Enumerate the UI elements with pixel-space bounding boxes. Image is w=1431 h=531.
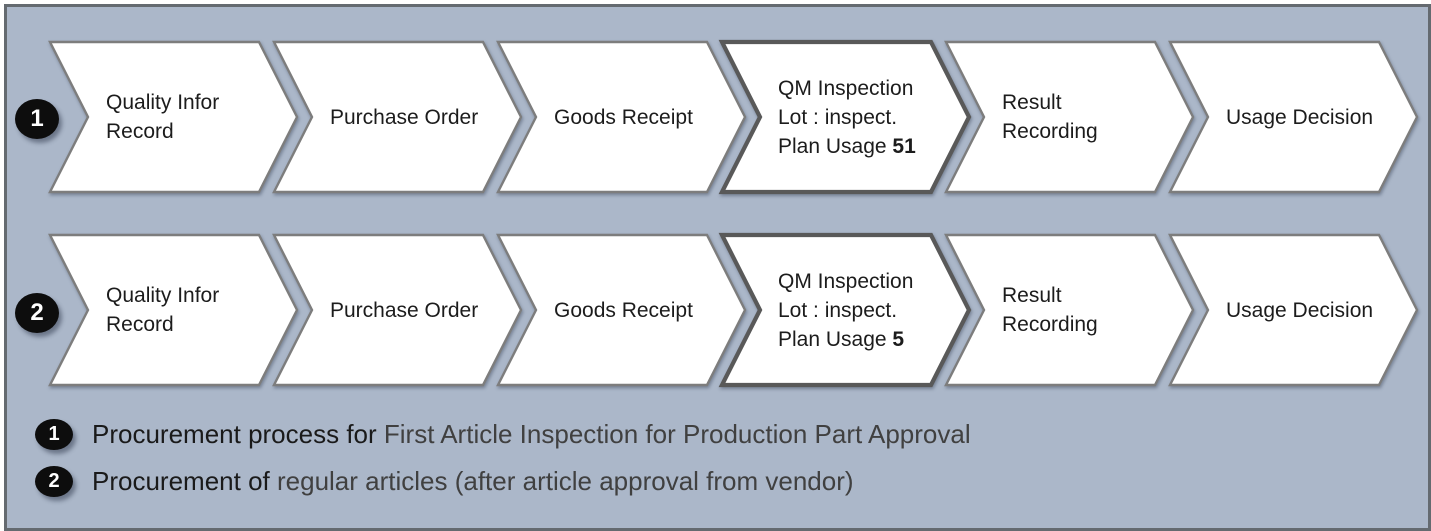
chevron-shape <box>944 40 1195 194</box>
chevron-shape <box>48 233 299 387</box>
step-quality-info-record: Quality Infor Record <box>48 233 299 387</box>
step-purchase-order: Purchase Order <box>272 233 523 387</box>
step-goods-receipt: Goods Receipt <box>496 233 747 387</box>
chevron-shape-highlighted <box>718 232 972 388</box>
step-label: Purchase Order <box>330 105 479 129</box>
step-qm-inspection-lot: QM Inspection Lot : inspect. Plan Usage … <box>718 232 972 388</box>
chevron-shape-highlighted <box>718 39 972 195</box>
chevron-shape <box>48 40 299 194</box>
chevron-shape <box>496 40 747 194</box>
step-label: Usage Decision <box>1226 105 1374 129</box>
row-1-badge: 1 <box>15 99 59 139</box>
step-label: Purchase Order <box>330 298 479 322</box>
step-label: Quality Infor Record <box>106 91 220 143</box>
legend-text-2: Procurement of regular articles (after a… <box>92 466 854 496</box>
legend-badge-2: 2 <box>35 466 73 497</box>
chevron-shape <box>1168 233 1419 387</box>
chevron-shape <box>944 233 1195 387</box>
plan-usage-value: 5 <box>892 327 905 351</box>
step-purchase-order: Purchase Order <box>272 40 523 194</box>
step-label: Usage Decision <box>1226 298 1374 322</box>
process-diagram-canvas: 1 2 Quality Infor Record Purchase Order <box>4 4 1431 531</box>
process-row-2: Quality Infor Record Purchase Order Good… <box>7 232 1428 388</box>
step-result-recording: Result Recording <box>944 233 1195 387</box>
step-label: Result Recording <box>1002 91 1098 143</box>
legend-item-2: 2 Procurement of regular articles (after… <box>35 466 854 497</box>
process-row-1: Quality Infor Record Purchase Order Good… <box>7 39 1428 195</box>
legend-item-1: 1 Procurement process for First Article … <box>35 419 971 450</box>
step-label: QM Inspection Lot : inspect. Plan Usage … <box>778 76 916 158</box>
step-label: Result Recording <box>1002 284 1098 336</box>
chevron-shape <box>1168 40 1419 194</box>
legend-badge-1: 1 <box>35 419 73 450</box>
row-2-badge: 2 <box>15 293 59 333</box>
legend-text-1: Procurement process for First Article In… <box>92 419 971 449</box>
plan-usage-value: 51 <box>892 134 916 158</box>
step-usage-decision: Usage Decision <box>1168 40 1419 194</box>
step-result-recording: Result Recording <box>944 40 1195 194</box>
step-qm-inspection-lot: QM Inspection Lot : inspect. Plan Usage … <box>718 39 972 195</box>
row-1-badge-number: 1 <box>30 105 44 132</box>
step-label: Goods Receipt <box>554 298 693 322</box>
chevron-shape <box>272 40 523 194</box>
step-label: QM Inspection Lot : inspect. Plan Usage … <box>778 269 914 351</box>
chevron-shape <box>496 233 747 387</box>
step-usage-decision: Usage Decision <box>1168 233 1419 387</box>
step-quality-info-record: Quality Infor Record <box>48 40 299 194</box>
row-2-badge-number: 2 <box>30 299 44 326</box>
chevron-shape <box>272 233 523 387</box>
step-label: Goods Receipt <box>554 105 693 129</box>
step-goods-receipt: Goods Receipt <box>496 40 747 194</box>
step-label: Quality Infor Record <box>106 284 220 336</box>
